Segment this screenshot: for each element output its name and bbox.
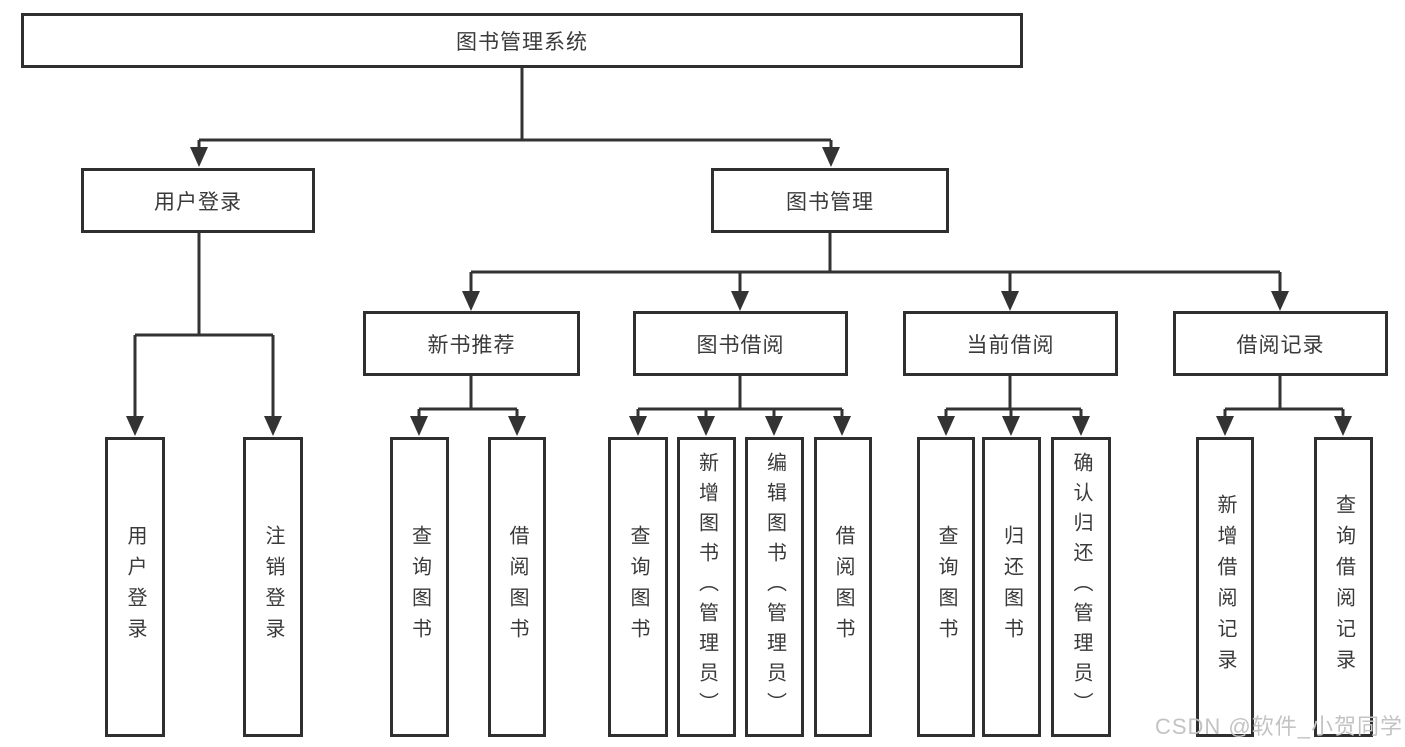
leaf-label: 新增借阅记录: [1214, 494, 1236, 680]
leaf-label: 新增图书（管理员）: [695, 452, 718, 722]
leaf-label: 查询图书: [627, 525, 649, 649]
leaf-label: 用户登录: [124, 525, 146, 649]
node-label: 借阅记录: [1236, 333, 1325, 357]
leaf-borrow-book: 借阅图书: [814, 437, 872, 737]
node-book-management: 图书管理: [711, 168, 949, 233]
leaf-label: 编辑图书（管理员）: [763, 452, 786, 722]
leaf-query-borrow-record: 查询借阅记录: [1314, 437, 1373, 737]
leaf-label: 注销登录: [262, 525, 284, 649]
leaf-confirm-return-admin: 确认归还（管理员）: [1051, 437, 1111, 737]
node-label: 当前借阅: [966, 333, 1055, 357]
node-label: 新书推荐: [427, 333, 516, 357]
leaf-label: 查询图书: [935, 525, 957, 649]
leaf-borrow-query-book: 查询图书: [608, 437, 668, 737]
leaf-label: 借阅图书: [832, 525, 854, 649]
leaf-user-login: 用户登录: [105, 437, 165, 737]
leaf-current-query-book: 查询图书: [917, 437, 975, 737]
leaf-add-borrow-record: 新增借阅记录: [1196, 437, 1254, 737]
leaf-edit-book-admin: 编辑图书（管理员）: [745, 437, 804, 737]
leaf-label: 查询借阅记录: [1332, 494, 1355, 680]
leaf-label: 查询图书: [408, 525, 431, 649]
leaf-label: 归还图书: [1000, 525, 1023, 649]
node-label: 图书管理系统: [456, 30, 588, 54]
node-label: 用户登录: [154, 190, 242, 214]
leaf-add-book-admin: 新增图书（管理员）: [677, 437, 736, 737]
node-library-management-system: 图书管理系统: [21, 13, 1023, 68]
leaf-recommend-query-book: 查询图书: [390, 437, 449, 737]
csdn-watermark: CSDN @软件_小贺同学: [1154, 714, 1403, 739]
node-borrow-record: 借阅记录: [1173, 311, 1388, 376]
node-label: 图书管理: [786, 190, 874, 214]
node-label: 图书借阅: [696, 333, 785, 357]
leaf-return-book: 归还图书: [982, 437, 1041, 737]
leaf-logout: 注销登录: [243, 437, 303, 737]
leaf-recommend-borrow-book: 借阅图书: [488, 437, 546, 737]
node-current-borrow: 当前借阅: [903, 311, 1118, 376]
node-user-login: 用户登录: [81, 168, 315, 233]
leaf-label: 确认归还（管理员）: [1070, 452, 1092, 722]
leaf-label: 借阅图书: [506, 525, 528, 649]
node-new-book-recommend: 新书推荐: [363, 311, 580, 376]
node-book-borrow: 图书借阅: [633, 311, 848, 376]
